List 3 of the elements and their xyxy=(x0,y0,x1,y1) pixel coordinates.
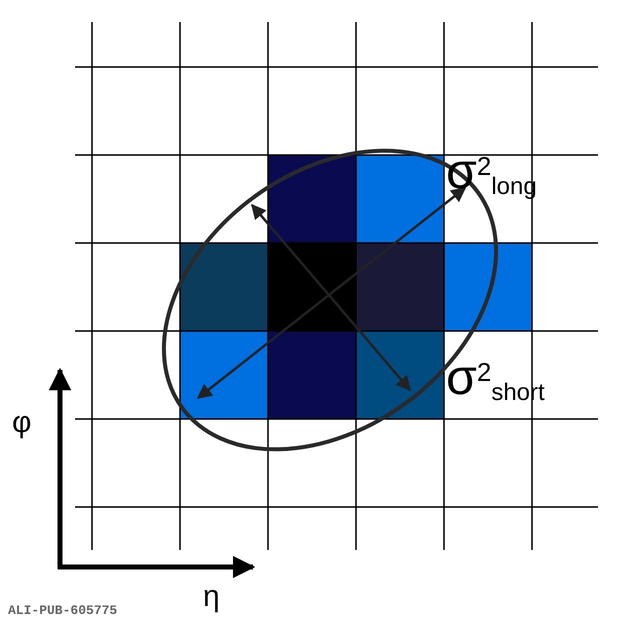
axis-label: φ xyxy=(12,408,32,438)
figure-id: ALI-PUB-605775 xyxy=(8,604,118,617)
axis-label: η xyxy=(203,582,220,612)
